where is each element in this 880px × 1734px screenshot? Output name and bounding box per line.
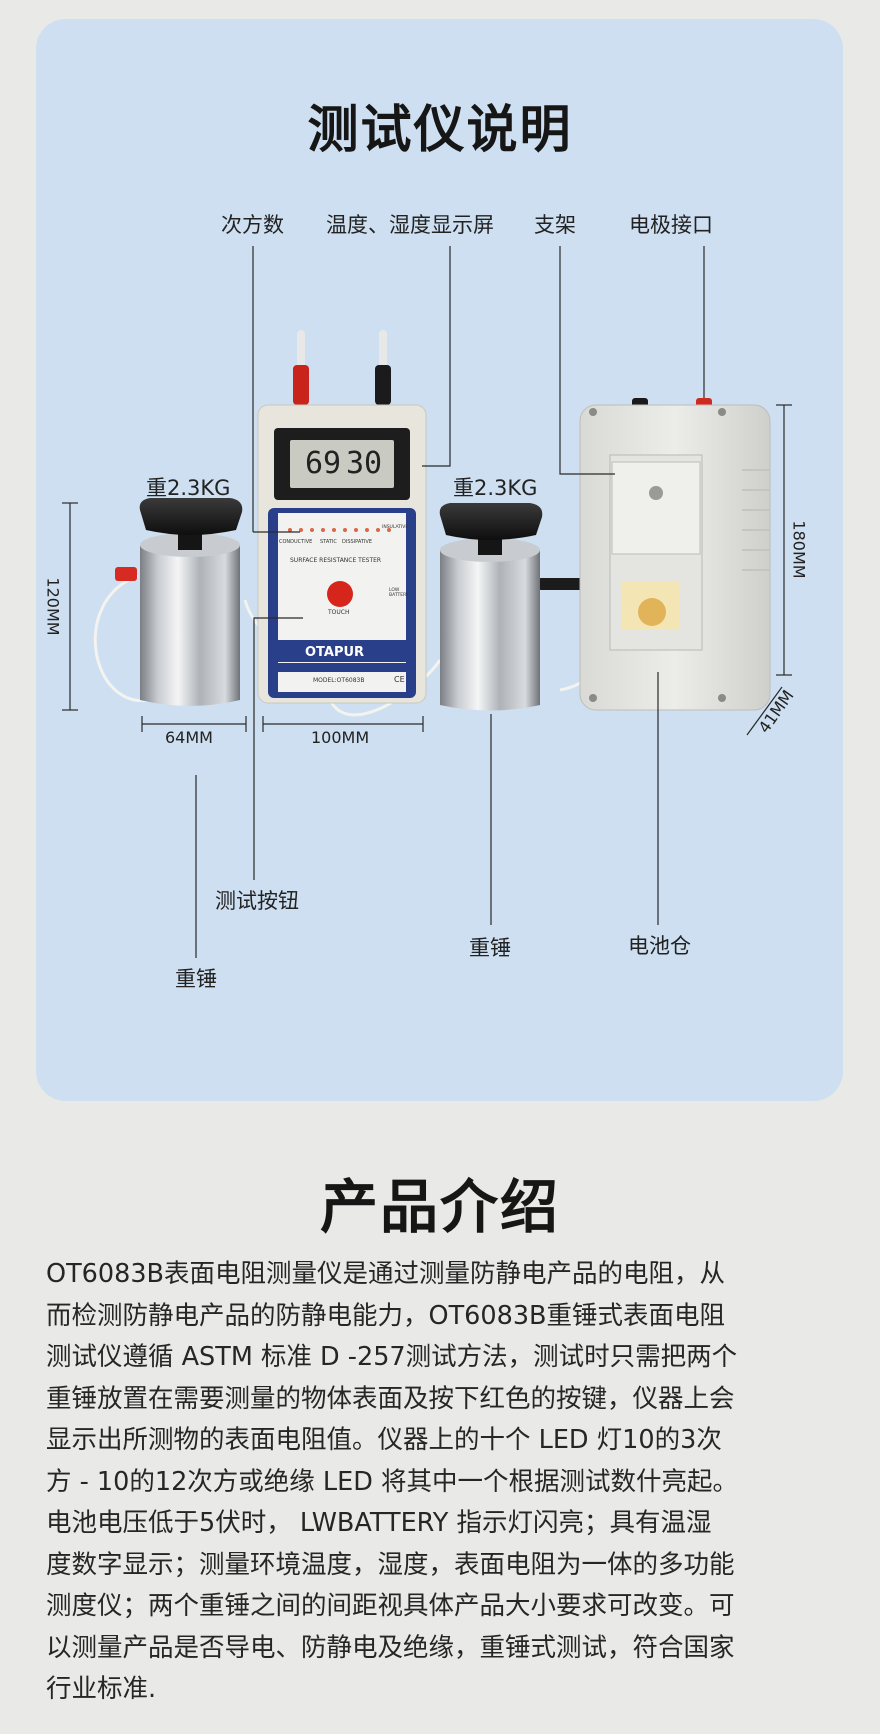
dim-height-right: 180MM [789, 520, 809, 579]
left-hammer [115, 498, 243, 706]
section-title-instrument: 测试仪说明 [307, 101, 573, 160]
intro-line: 以测量产品是否导电、防静电及绝缘，重锤式测试，符合国家 [46, 1632, 735, 1663]
right-hammer [439, 503, 588, 711]
ce-mark: CE [394, 675, 405, 684]
intro-line: 测试仪遵循 ASTM 标准 D -257测试方法，测试时只需把两个 [46, 1342, 738, 1372]
dim-width-meter: 100MM [311, 728, 370, 747]
intro-line: 方 - 10的12次方或绝缘 LED 将其中一个根据测试数什亮起。 [46, 1466, 738, 1497]
lcd-temperature: 30 [346, 446, 383, 481]
left-wire [93, 574, 151, 703]
panel-title: SURFACE RESISTANCE TESTER [290, 557, 382, 564]
lcd-humidity: 69 [305, 446, 342, 481]
intro-line: 重锤放置在需要测量的物体表面及按下红色的按键，仪器上会 [46, 1383, 735, 1414]
touch-label: TOUCH [328, 609, 350, 616]
resistance-meter [257, 330, 427, 704]
label-stand: 支架 [534, 213, 576, 237]
intro-line: 而检测防静电产品的防静电能力，OT6083B重锤式表面电阻 [46, 1300, 726, 1331]
dim-width-hammer: 64MM [165, 728, 213, 747]
label-hammer-right: 重锤 [469, 936, 511, 960]
leader-lines [195, 246, 705, 958]
product-illustration [62, 246, 792, 958]
intro-line: 行业标准. [46, 1674, 157, 1704]
static-label: STATIC [320, 539, 337, 545]
label-battery: 电池仓 [628, 934, 691, 958]
intro-line: OT6083B表面电阻测量仪是通过测量防静电产品的电阻，从 [46, 1259, 726, 1289]
insulative-label: INSULATIVE [382, 525, 409, 530]
label-display: 温度、湿度显示屏 [326, 213, 494, 237]
low-battery-label: LOW BATTERY [389, 588, 409, 598]
label-weight-left: 重2.3KG [146, 476, 231, 500]
test-button [327, 581, 353, 607]
section-title-intro: 产品介绍 [319, 1173, 560, 1241]
dimension-lines [62, 404, 792, 736]
model-label: MODEL:OT6083B [313, 677, 365, 684]
intro-line: 测度仪；两个重锤之间的间距视具体产品大小要求可改变。可 [46, 1591, 735, 1621]
product-intro-text: OT6083B表面电阻测量仪是通过测量防静电产品的电阻，从 而检测防静电产品的防… [46, 1254, 846, 1711]
dissipative-label: DISSIPATIVE [342, 539, 372, 545]
label-electrode: 电极接口 [629, 213, 713, 237]
dim-height-left: 120MM [43, 577, 63, 636]
label-hammer-left: 重锤 [175, 967, 217, 991]
battery-box [579, 398, 771, 711]
intro-line: 显示出所测物的表面电阻值。仪器上的十个 LED 灯10的3次 [46, 1425, 722, 1455]
label-weight-right: 重2.3KG [453, 476, 538, 500]
brand-logo: OTAPUR [305, 645, 365, 660]
intro-line: 度数字显示；测量环境温度，湿度，表面电阻为一体的多功能 [46, 1549, 735, 1580]
label-test-button: 测试按钮 [215, 889, 299, 913]
intro-line: 电池电压低于5伏时， LWBATTERY 指示灯闪亮；具有温湿 [46, 1508, 712, 1538]
conductive-label: CONDUCTIVE [279, 539, 313, 545]
label-power-count: 次方数 [221, 213, 284, 237]
